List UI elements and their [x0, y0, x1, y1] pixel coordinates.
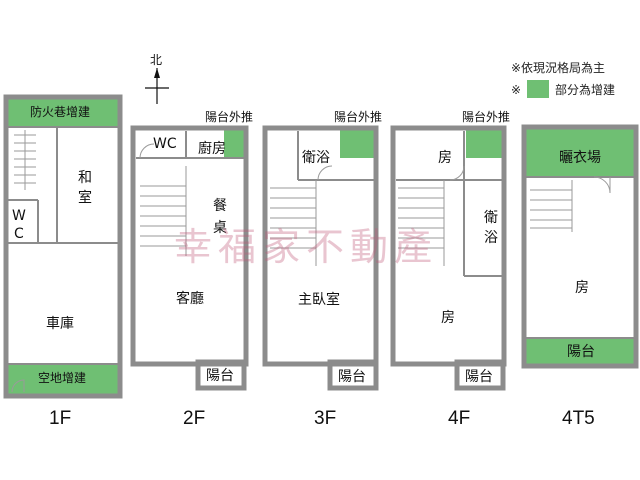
door-icon [317, 165, 333, 181]
room-2f-balcony: 陽台 [206, 368, 234, 384]
floor-4t5: 曬衣場 房 陽台 4T5 [521, 124, 639, 429]
room-2f-dining-line2: 桌 [213, 220, 227, 236]
balcony-extension-4f [466, 128, 504, 158]
door-icon [11, 379, 25, 393]
floor-label-1f: 1F [49, 408, 71, 429]
door-icon [593, 176, 611, 194]
room-4t5-balcony: 陽台 [567, 344, 595, 360]
floor-2f-outline [130, 125, 249, 367]
balcony-extension-4t5 [526, 338, 634, 364]
stairs-icon [530, 180, 573, 232]
bottom-extension [8, 364, 120, 394]
room-1f-top-ext: 防火巷增建 [30, 104, 90, 119]
top-extension [8, 99, 120, 127]
floor-2f: 陽台外推 WC 廚房 餐 桌 客廳 陽台 2F [130, 109, 253, 429]
balcony-3f-outline [327, 359, 379, 391]
floor-4f: 陽台外推 房 衛 浴 房 陽台 4F [390, 109, 510, 429]
balcony-extension-2f [224, 128, 246, 158]
room-4t5-room: 房 [575, 280, 589, 296]
floor-label-3f: 3F [314, 408, 336, 429]
balcony-push-2f: 陽台外推 [205, 109, 253, 124]
room-4f-bath-line1: 衛 [484, 210, 498, 226]
room-1f-wc-line1: W [12, 208, 26, 224]
room-1f-japanese-line2: 室 [78, 189, 92, 206]
room-4t5-closet: 曬衣場 [559, 150, 601, 166]
room-4f-bath-line2: 浴 [484, 230, 498, 246]
legend-swatch [527, 80, 549, 98]
stairs-icon [140, 166, 187, 256]
legend-note: ※依現況格局為主 [511, 60, 605, 75]
room-2f-living: 客廳 [176, 290, 204, 307]
balcony-extension-3f [340, 128, 376, 158]
room-1f-wc-line2: C [14, 226, 24, 242]
compass: 北 [145, 53, 169, 104]
floor-label-4f: 4F [448, 408, 470, 429]
floor-label-4t5: 4T5 [562, 408, 595, 429]
stairs-icon [14, 130, 36, 190]
room-2f-wc: WC [153, 136, 177, 152]
room-3f-bath: 衛浴 [302, 150, 330, 166]
compass-north-label: 北 [150, 53, 162, 67]
floor-3f: 陽台外推 衛浴 主臥室 陽台 3F [262, 109, 382, 429]
floor-1f: 防火巷增建 和 室 W C 車庫 空地增建 1F [3, 94, 123, 429]
room-1f-japanese-line1: 和 [78, 170, 92, 186]
door-icon [139, 143, 155, 159]
legend-text: 部分為增建 [555, 82, 615, 97]
watermark: 幸福家不動產 [174, 225, 438, 269]
room-4f-room: 房 [441, 310, 455, 326]
stairs-icon [398, 180, 445, 266]
legend-mark: ※ [511, 83, 521, 97]
room-3f-master: 主臥室 [298, 291, 340, 308]
room-1f-bottom-ext: 空地增建 [38, 371, 86, 385]
room-1f-garage: 車庫 [46, 315, 74, 332]
floor-4f-outline [390, 125, 507, 367]
room-4f-balcony: 陽台 [465, 369, 493, 385]
balcony-2f-outline [195, 359, 247, 391]
floor-1f-outline [3, 94, 123, 399]
stairs-icon [270, 180, 317, 266]
floor-label-2f: 2F [183, 408, 205, 429]
balcony-4f-outline [454, 359, 506, 391]
door-icon [449, 165, 465, 181]
room-4f-top: 房 [438, 150, 452, 166]
room-3f-balcony: 陽台 [338, 369, 366, 385]
closet-extension [526, 129, 634, 177]
room-2f-kitchen: 廚房 [198, 140, 226, 157]
floor-4t5-outline [521, 124, 639, 369]
balcony-push-3f: 陽台外推 [334, 109, 382, 124]
legend: ※依現況格局為主 ※ 部分為增建 [511, 60, 615, 98]
balcony-push-4f: 陽台外推 [462, 109, 510, 124]
floor-3f-outline [262, 125, 379, 367]
room-2f-dining-line1: 餐 [213, 198, 227, 214]
